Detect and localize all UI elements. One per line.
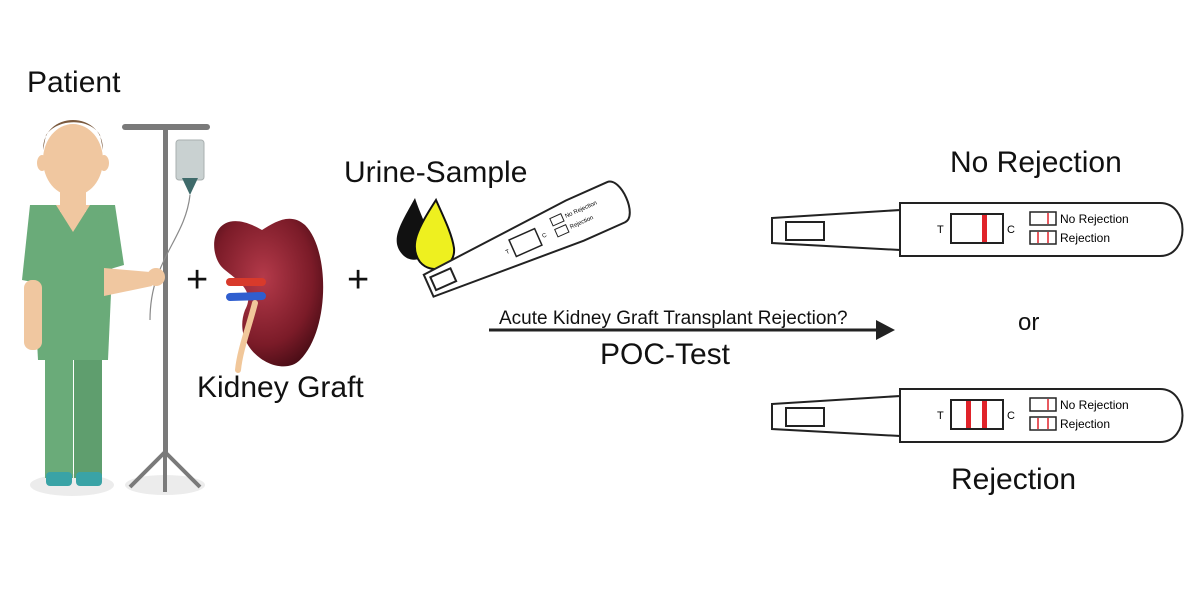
result-strip-rejection: T C No Rejection Rejection [771, 388, 1184, 443]
legend-rejection-2: Rejection [1060, 417, 1110, 431]
kidney-graft-icon [214, 218, 324, 373]
sample-c-label: C [542, 232, 549, 240]
plus-sign-1: + [186, 259, 209, 301]
t-label: T [937, 410, 944, 422]
rejection-title: Rejection [951, 463, 1077, 496]
patient-figure [22, 120, 165, 486]
process-arrow [489, 320, 895, 340]
or-label: or [1018, 309, 1040, 336]
question-label: Acute Kidney Graft Transplant Rejection? [499, 308, 848, 329]
sample-t-label: T [505, 249, 511, 256]
patient-label: Patient [27, 66, 121, 99]
sample-test-strip: No Rejection Rejection T C [422, 180, 631, 298]
legend-no-rejection-2: No Rejection [1060, 398, 1129, 412]
c-label: C [1007, 410, 1015, 422]
result-strip-no-rejection: T C No Rejection Rejection [771, 202, 1184, 257]
legend-rejection-1: Rejection [1060, 231, 1110, 245]
test-line [966, 401, 971, 428]
plus-sign-2: + [347, 259, 370, 301]
control-line [982, 401, 987, 428]
legend-no-rejection-1: No Rejection [1060, 212, 1129, 226]
iv-stand [122, 124, 210, 492]
urine-drop-yellow [413, 197, 456, 270]
kidney-graft-label: Kidney Graft [197, 371, 364, 404]
urine-sample-label: Urine-Sample [344, 156, 528, 189]
c-label: C [1007, 224, 1015, 236]
t-label: T [937, 224, 944, 236]
no-rejection-title: No Rejection [950, 146, 1122, 179]
control-line [982, 215, 987, 242]
poc-test-label: POC-Test [600, 338, 731, 371]
